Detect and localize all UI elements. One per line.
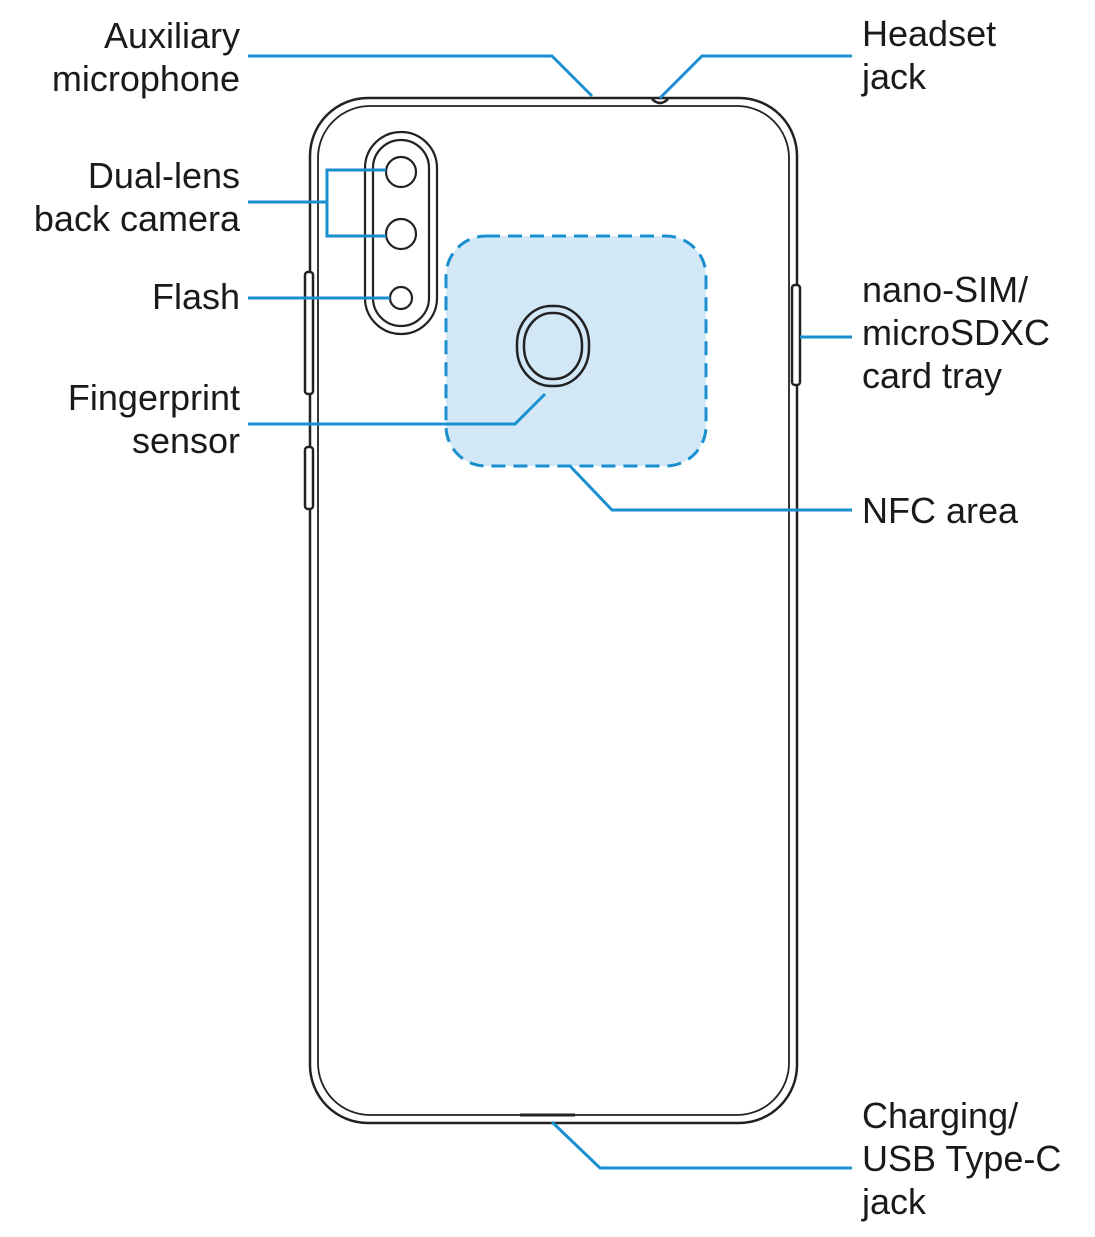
label-line: USB Type-C xyxy=(862,1138,1062,1179)
label-line: Headset xyxy=(862,13,997,54)
label-line: Dual-lens xyxy=(87,155,240,196)
camera-housing-inner xyxy=(371,138,431,328)
label-line: NFC area xyxy=(862,490,1019,531)
label-line: microSDXC xyxy=(862,312,1051,353)
label-line: Fingerprint xyxy=(67,377,240,418)
label-nfc-area: NFC area xyxy=(862,489,1018,532)
label-line: jack xyxy=(862,1181,927,1222)
label-line: microphone xyxy=(51,58,240,99)
leader-lines xyxy=(248,54,852,1170)
nfc-area-zone xyxy=(444,234,708,468)
label-line: Charging/ xyxy=(862,1095,1019,1136)
leader-auxiliary-microphone xyxy=(248,54,594,98)
label-dual-lens-back-camera: Dual-lens back camera xyxy=(34,154,240,240)
label-line: back camera xyxy=(33,198,240,239)
label-line: jack xyxy=(862,56,927,97)
label-nano-sim-tray: nano-SIM/ microSDXC card tray xyxy=(862,268,1050,397)
leader-fingerprint xyxy=(248,392,547,426)
fingerprint-ring-inner xyxy=(522,311,584,381)
leader-nfc-area xyxy=(568,464,852,512)
label-line: card tray xyxy=(862,355,1003,396)
camera-module xyxy=(363,130,439,336)
sim-tray-slot xyxy=(790,283,802,387)
label-flash: Flash xyxy=(152,275,240,318)
label-auxiliary-microphone: Auxiliary microphone xyxy=(52,14,240,100)
volume-button xyxy=(303,270,315,396)
leader-headset-jack xyxy=(658,54,852,100)
camera-lens-2 xyxy=(384,217,418,251)
flash-lamp xyxy=(388,285,414,311)
fingerprint-sensor xyxy=(515,304,591,388)
label-headset-jack: Headset jack xyxy=(862,12,996,98)
leader-charging-jack xyxy=(550,1120,852,1170)
label-fingerprint-sensor: Fingerprint sensor xyxy=(68,376,240,462)
power-button xyxy=(303,445,315,511)
camera-lens-1 xyxy=(384,155,418,189)
leader-camera-bracket xyxy=(325,168,386,238)
left-side-buttons xyxy=(303,270,315,511)
label-charging-usb-jack: Charging/ USB Type-C jack xyxy=(862,1094,1061,1223)
label-line: Auxiliary xyxy=(103,15,240,56)
label-line: sensor xyxy=(131,420,240,461)
headset-jack-port xyxy=(651,98,669,105)
camera-housing-outer xyxy=(363,130,439,336)
label-line: nano-SIM/ xyxy=(862,269,1029,310)
fingerprint-ring-outer xyxy=(515,304,591,388)
label-line: Flash xyxy=(151,276,240,317)
